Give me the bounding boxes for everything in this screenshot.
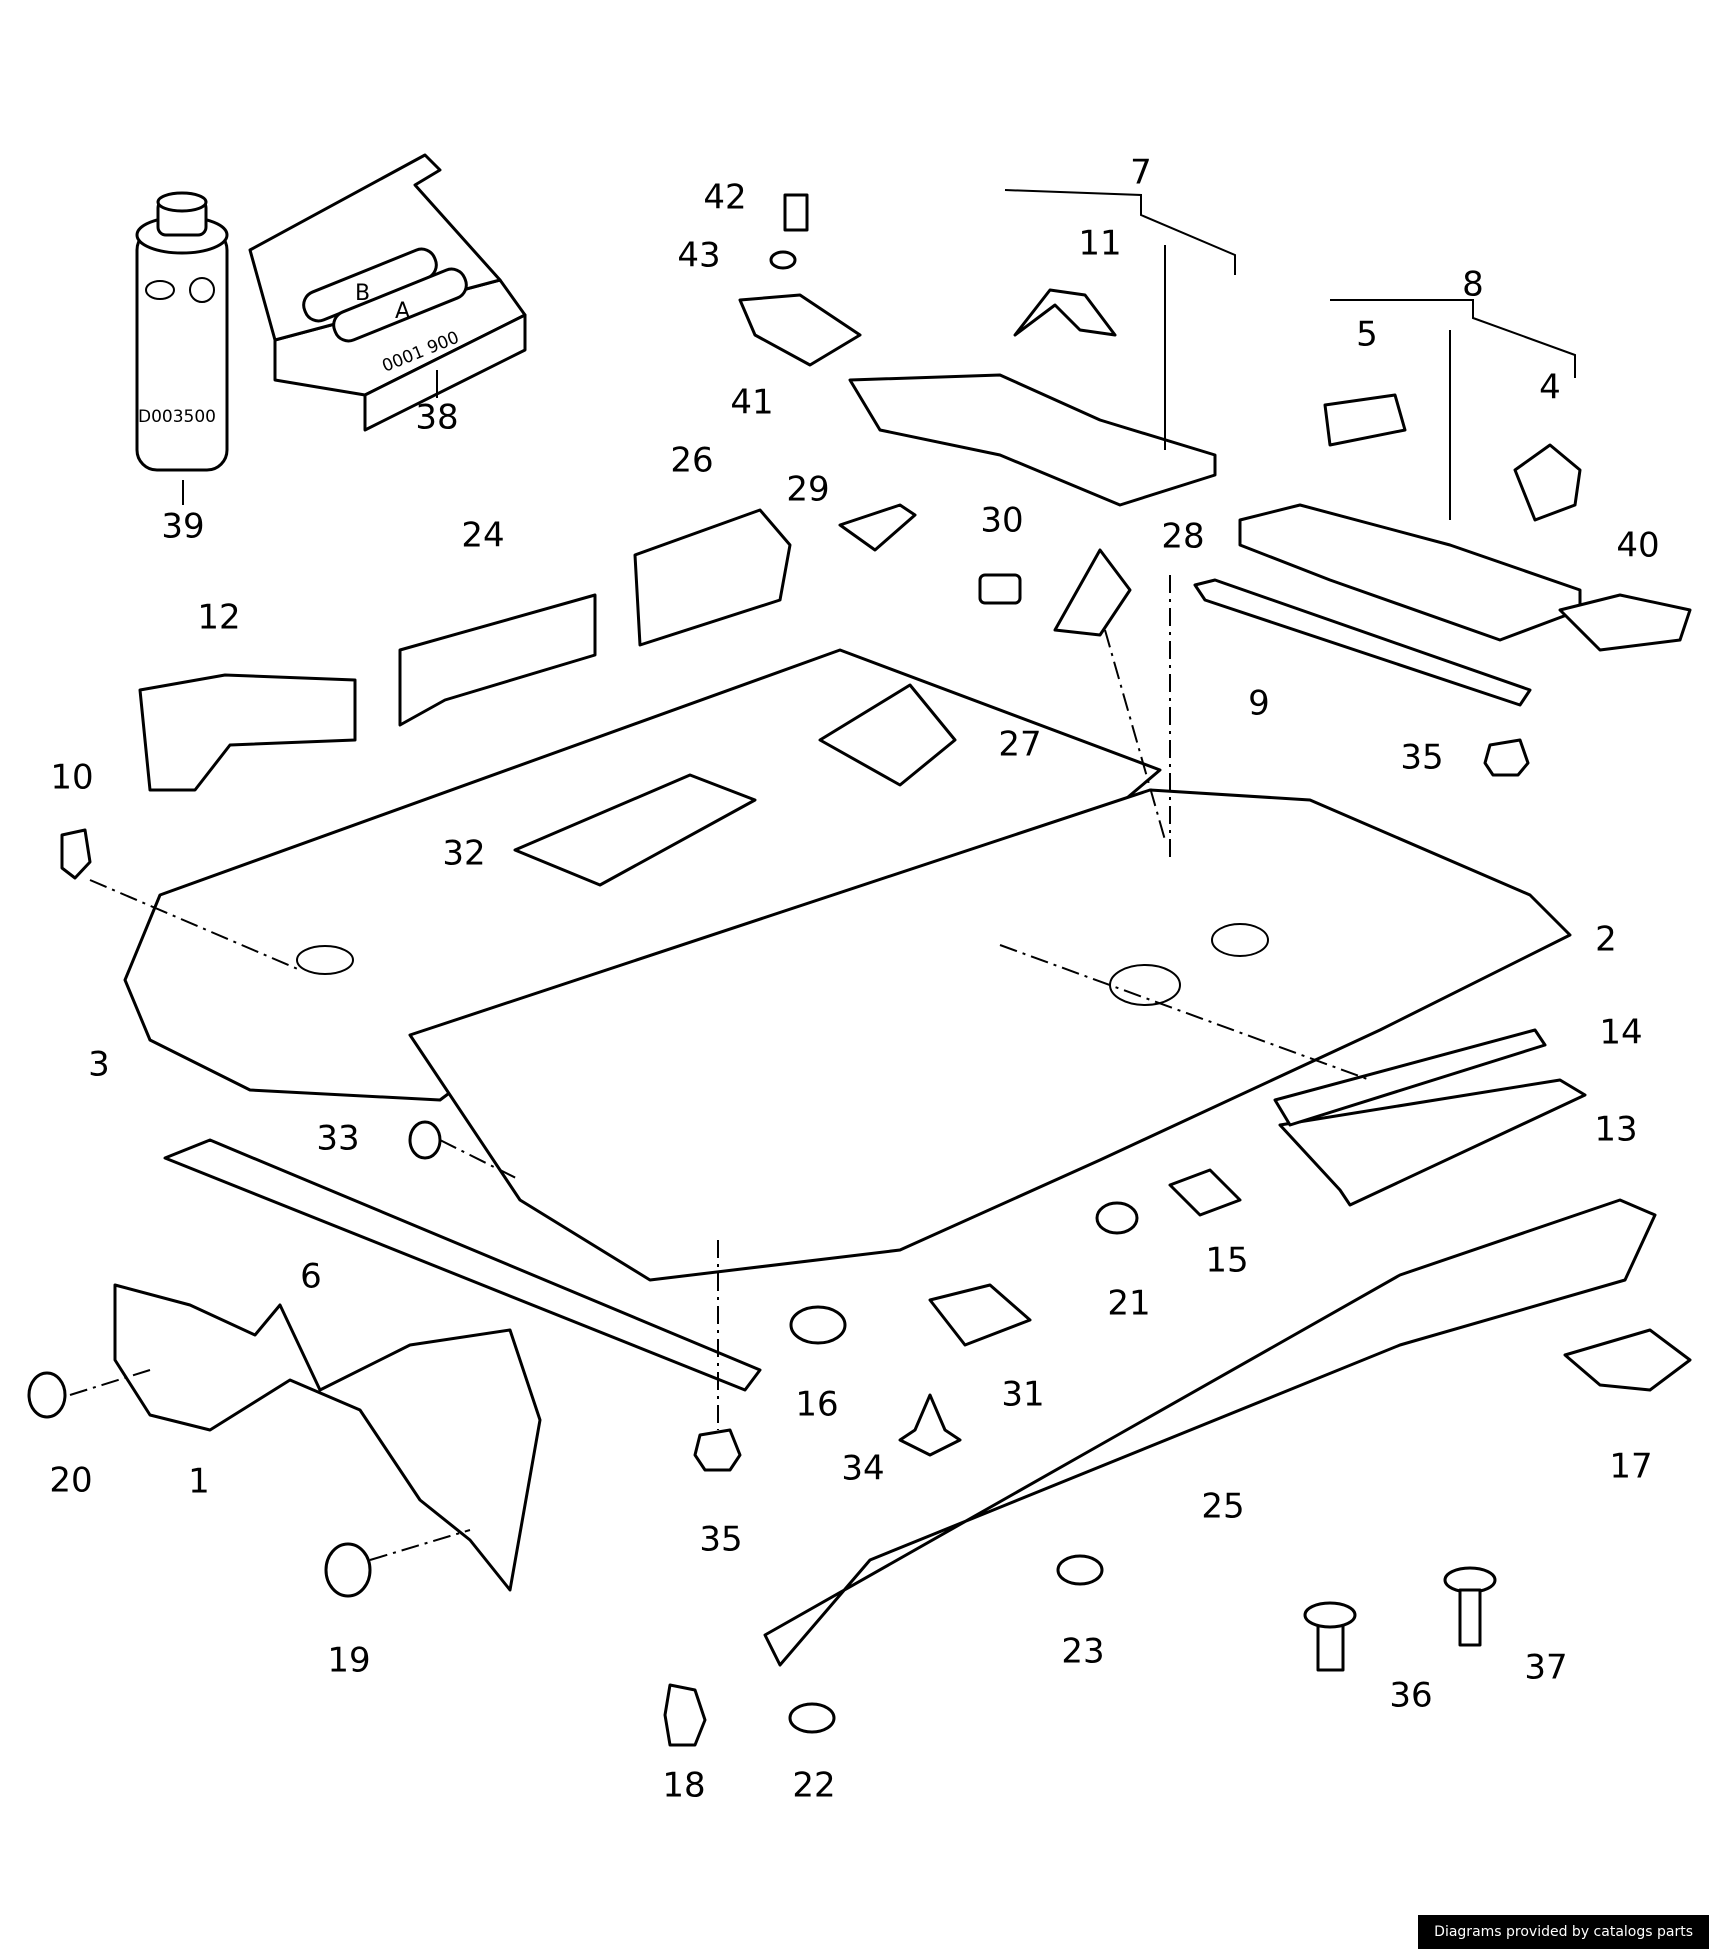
- part-42-bolt: [783, 193, 809, 232]
- callout-16: 16: [795, 1385, 838, 1425]
- part-1-panel: [113, 1283, 542, 1592]
- attribution-caption: Diagrams provided by catalogs parts: [1418, 1915, 1709, 1949]
- callout-35: 35: [1400, 738, 1443, 778]
- callout-20: 20: [49, 1461, 92, 1501]
- callout-2: 2: [1595, 920, 1617, 960]
- callout-11: 11: [1078, 224, 1121, 264]
- callout-28: 28: [1161, 517, 1204, 557]
- part-32-tray: [513, 773, 757, 887]
- callout-19: 19: [327, 1641, 370, 1681]
- part-37-screw-shank: [1458, 1588, 1482, 1647]
- callout-7: 7: [1130, 153, 1152, 193]
- callout-29: 29: [786, 470, 829, 510]
- callout-40: 40: [1616, 526, 1659, 566]
- part-37-screw: [1443, 1566, 1497, 1594]
- part-26-panel: [633, 508, 792, 647]
- callout-43: 43: [677, 236, 720, 276]
- callout-31: 31: [1001, 1375, 1044, 1415]
- part-13-sill: [1278, 1078, 1587, 1207]
- part-39-sealant-can: D003500: [135, 191, 229, 505]
- callout-12: 12: [197, 598, 240, 638]
- part-31-clip: [928, 1283, 1032, 1347]
- callout-5: 5: [1356, 315, 1378, 355]
- callout-42: 42: [703, 178, 746, 218]
- part-10-clip: [60, 828, 92, 880]
- part-9-rail: [1193, 578, 1532, 707]
- callout-17: 17: [1609, 1447, 1652, 1487]
- callout-15: 15: [1205, 1241, 1248, 1281]
- callout-24: 24: [461, 516, 504, 556]
- part-16-grommet: [789, 1305, 847, 1345]
- callout-22: 22: [792, 1766, 835, 1806]
- part-23-grommet: [1056, 1554, 1104, 1586]
- callout-8: 8: [1462, 265, 1484, 305]
- part-5-bracket: [1323, 393, 1407, 447]
- part-43-washer: [769, 250, 797, 270]
- part-22-grommet: [788, 1702, 836, 1734]
- part-41-bracket: [738, 293, 862, 367]
- part-34-screw: [898, 1393, 962, 1457]
- callout-33: 33: [316, 1119, 359, 1159]
- callout-21: 21: [1107, 1284, 1150, 1324]
- part-38-adhesive-kit: B A 0001 900: [248, 153, 527, 432]
- part-30-clip: [978, 573, 1022, 605]
- callout-1: 1: [188, 1462, 210, 1502]
- part-24-panel: [398, 593, 597, 727]
- part-36-pin-head: [1303, 1601, 1357, 1629]
- part-19-grommet: [324, 1542, 372, 1598]
- part-27-bracket: [818, 683, 957, 787]
- part-14-rail: [1273, 1028, 1547, 1127]
- callout-37: 37: [1524, 1648, 1567, 1688]
- part-2-front-floor: [408, 788, 1572, 1282]
- callout-34: 34: [841, 1449, 884, 1489]
- callout-10: 10: [50, 758, 93, 798]
- callout-18: 18: [662, 1766, 705, 1806]
- callout-41: 41: [730, 383, 773, 423]
- callout-26: 26: [670, 441, 713, 481]
- part-20-grommet: [27, 1371, 67, 1419]
- can-code-text: D003500: [138, 407, 216, 427]
- callout-3: 3: [88, 1045, 110, 1085]
- part-7-crossmember: [848, 373, 1217, 507]
- callout-39: 39: [161, 507, 204, 547]
- callout-27: 27: [998, 725, 1041, 765]
- part-6-rail: [163, 1138, 762, 1392]
- callout-32: 32: [442, 834, 485, 874]
- callout-4: 4: [1539, 368, 1561, 408]
- callout-36: 36: [1389, 1676, 1432, 1716]
- tube-b-text: B: [355, 281, 370, 306]
- part-33-grommet: [408, 1120, 442, 1160]
- tube-a-text: A: [395, 299, 410, 324]
- leader-lines: [69, 575, 1371, 1561]
- callout-25: 25: [1201, 1487, 1244, 1527]
- part-35-nut: [693, 1428, 742, 1472]
- callout-14: 14: [1599, 1013, 1642, 1053]
- part-35-nut: [1483, 738, 1530, 777]
- callout-30: 30: [980, 501, 1023, 541]
- callout-38: 38: [415, 398, 458, 438]
- floor-assembly: [123, 648, 1572, 1282]
- callout-9: 9: [1248, 684, 1270, 724]
- part-12-panel: [138, 673, 357, 792]
- part-21-grommet: [1095, 1201, 1139, 1235]
- part-15-plate: [1168, 1168, 1242, 1217]
- callout-6: 6: [300, 1257, 322, 1297]
- callout-13: 13: [1594, 1110, 1637, 1150]
- part-29-bracket: [838, 503, 917, 552]
- part-4-bracket: [1513, 443, 1582, 522]
- part-40-bracket: [1558, 593, 1692, 652]
- part-18-clip: [663, 1683, 707, 1747]
- part-28-bracket: [1053, 548, 1132, 637]
- part-25-sill: [763, 1198, 1657, 1667]
- part-17-bracket: [1563, 1328, 1692, 1392]
- part-11-bracket: [1013, 288, 1117, 337]
- callout-35: 35: [699, 1520, 742, 1560]
- callout-23: 23: [1061, 1632, 1104, 1672]
- callout-labels: 1 2 3 4 5 6 7 8 9 10 11 12 13 14 15 16 1…: [49, 153, 1659, 1806]
